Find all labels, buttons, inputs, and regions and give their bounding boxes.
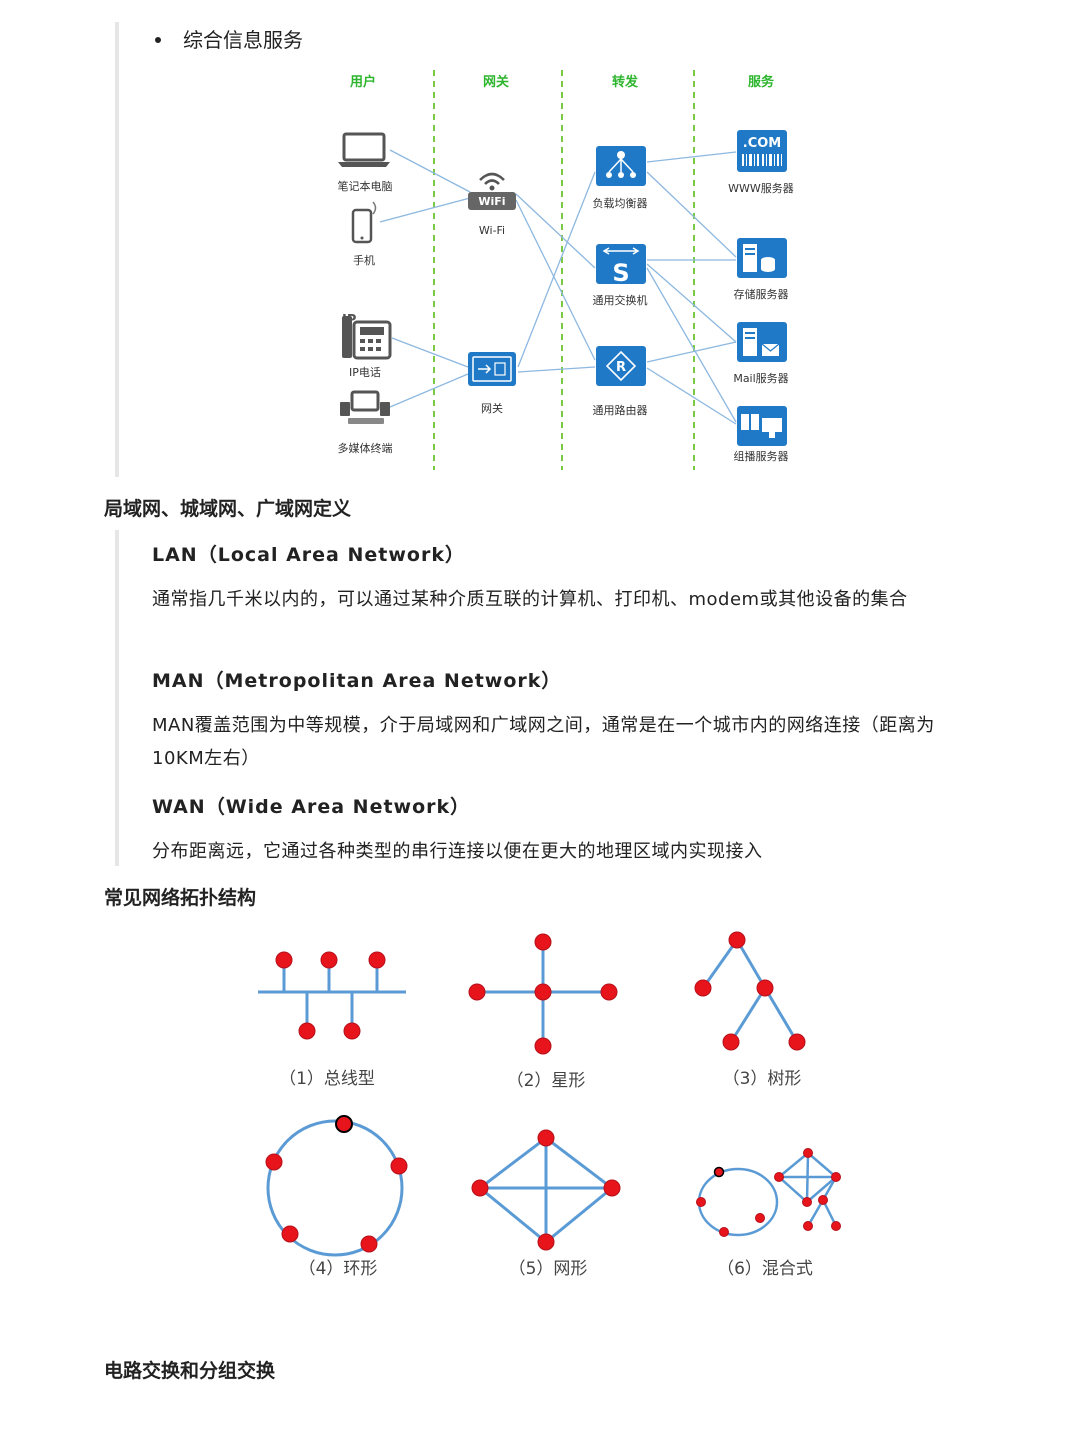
bullet-dot [155,36,161,43]
caption-ring: （4）环形 [299,1259,378,1279]
quote-bar-definitions [115,530,119,866]
label-router: 通用路由器 [593,403,648,417]
label-wifi: Wi-Fi [479,224,505,237]
www-server-icon [737,130,787,172]
label-gateway: 网关 [481,401,503,415]
ip-badge: IP [342,313,356,328]
lan-description: 通常指几千米以内的，可以通过某种介质互联的计算机、打印机、modem或其他设备的… [152,589,908,610]
column-header-service: 服务 [748,74,775,90]
tree-topology [701,939,799,1043]
man-description: MAN覆盖范围为中等规模，介于局域网和广域网之间，通常是在一个城市内的网络连接（… [152,715,935,769]
wan-description: 分布距离远，它通过各种类型的串行连接以便在更大的地理区域内实现接入 [152,841,763,862]
caption-mesh: （5）网形 [509,1259,588,1279]
ring-topology [266,1119,404,1257]
label-switch: 通用交换机 [593,293,648,307]
label-load-balancer: 负载均衡器 [593,196,648,210]
topology-diagrams: （1）总线型 （2）星形 （3）树形 （4）环形 （5）网形 （6）混合式 [258,931,841,1279]
ip-phone-icon [342,316,392,360]
column-dividers [433,70,695,470]
bullet-text: 综合信息服务 [183,28,303,52]
laptop-icon [338,132,390,167]
multimedia-terminal-icon [340,390,390,424]
wan-title: WAN（Wide Area Network） [152,796,471,818]
hybrid-topology [697,1150,838,1237]
column-header-forward: 转发 [612,74,639,90]
label-mail-server: Mail服务器 [733,372,788,385]
caption-bus: （1）总线型 [279,1069,375,1089]
bus-topology [258,960,406,1030]
caption-tree: （3）树形 [723,1069,802,1089]
router-icon [596,346,646,386]
bullet-item: 综合信息服务 [155,24,303,53]
load-balancer-icon [596,146,646,186]
label-multimedia: 多媒体终端 [338,441,393,455]
label-ip-phone: IP电话 [349,366,381,379]
group-server-icon [737,406,787,446]
lan-title: LAN（Local Area Network） [152,544,465,566]
caption-hybrid: （6）混合式 [717,1259,813,1279]
label-www-server: WWW服务器 [728,182,794,195]
switch-glyph: S [612,259,629,287]
router-glyph: R [616,360,626,375]
gateway-icon [468,352,516,386]
section-title-lan-man-wan: 局域网、城域网、广域网定义 [104,498,352,520]
storage-server-icon [737,238,787,278]
quote-bar-top [115,22,119,477]
connection-lines [379,149,737,425]
man-title: MAN（Metropolitan Area Network） [152,670,562,692]
column-header-gateway: 网关 [483,74,509,90]
column-header-user: 用户 [349,74,376,90]
label-phone: 手机 [353,253,375,267]
network-architecture-diagram: 用户 网关 转发 服务 笔记本电脑 手机 [338,70,794,470]
section-title-topology: 常见网络拓扑结构 [104,887,257,909]
com-badge: .COM [743,136,781,151]
caption-star: （2）星形 [507,1071,586,1091]
switch-icon [596,244,646,284]
mail-server-icon [737,322,787,362]
section-title-switching: 电路交换和分组交换 [104,1360,276,1382]
label-laptop: 笔记本电脑 [338,179,393,193]
phone-icon [351,201,377,244]
label-storage-server: 存储服务器 [734,287,789,301]
wifi-badge: WiFi [478,195,505,208]
label-group-server: 组播服务器 [734,449,789,463]
mesh-topology [477,1136,615,1244]
wifi-icon [468,172,516,210]
